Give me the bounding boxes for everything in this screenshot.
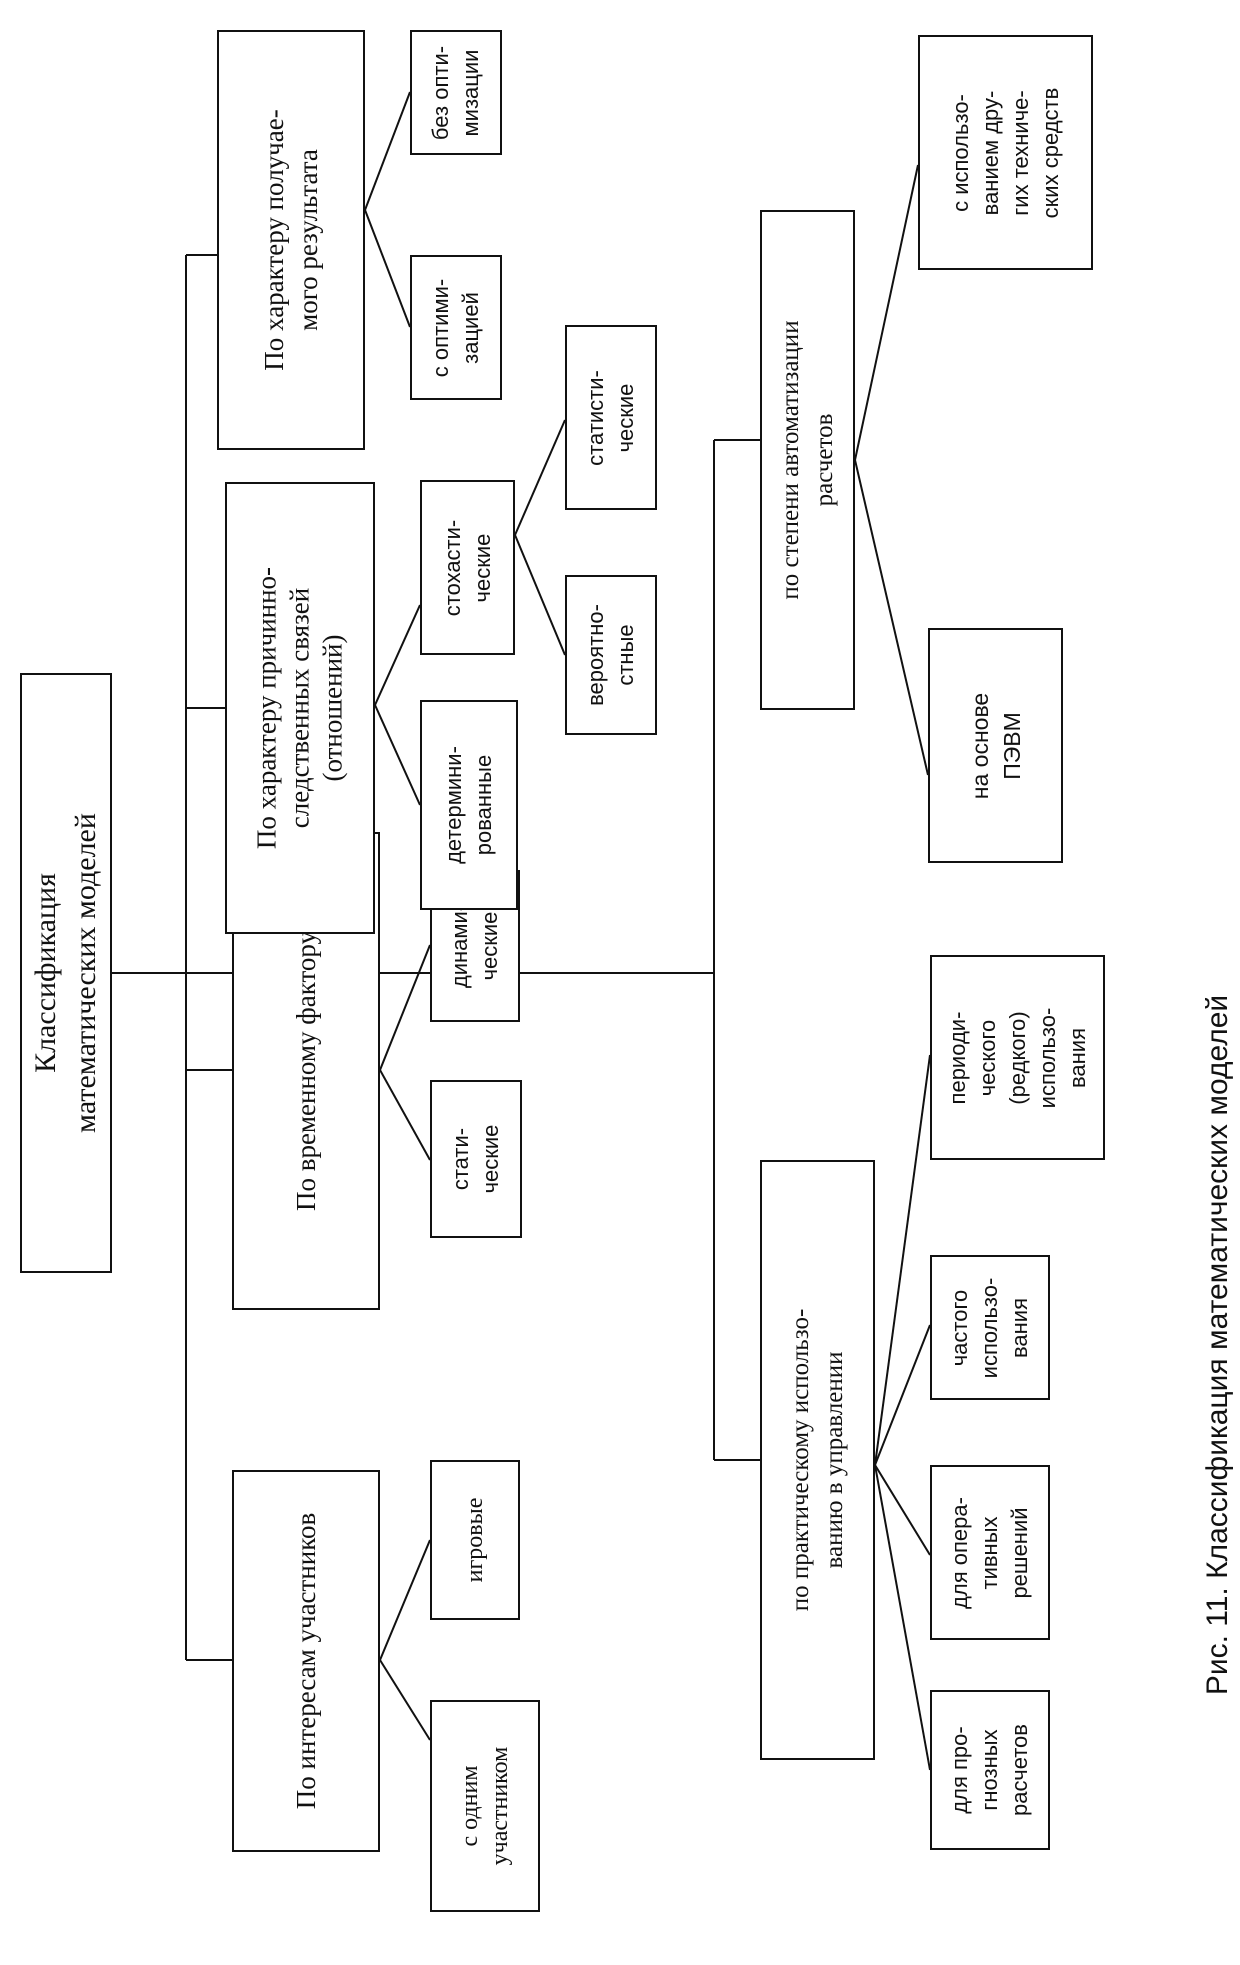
category-label: (отношений) <box>317 634 348 782</box>
leaf-label: ванием дру- <box>977 90 1003 215</box>
leaf-one-participant: с одним участником <box>430 1700 540 1912</box>
category-practical: по практическому использо- ванию в управ… <box>760 1160 875 1760</box>
leaf-label: рованные <box>471 754 496 856</box>
root-title: Классификация математических моделей <box>29 813 102 1133</box>
leaf-label: вания <box>1007 1297 1032 1358</box>
leaf-statistical: статисти- ческие <box>565 325 657 510</box>
leaf-label: игровые <box>462 1497 488 1583</box>
leaf-label: гнозных <box>977 1729 1002 1811</box>
leaf-label: использо- <box>977 1277 1002 1378</box>
leaf-label: ческие <box>469 533 495 602</box>
leaf-label: детермини- <box>441 746 466 864</box>
category-label: мого результата <box>293 149 323 331</box>
category-label: по степени автоматизации <box>776 320 804 600</box>
leaf-label: без опти- <box>428 45 453 140</box>
leaf-label: вания <box>1064 1027 1090 1088</box>
leaf-label: ПЭВМ <box>998 711 1025 780</box>
leaf-probabilistic: вероятно- стные <box>565 575 657 735</box>
category-label: По характеру причинно- <box>251 566 282 850</box>
leaf-label: периоди- <box>944 1011 970 1104</box>
leaf-game: игровые <box>430 1460 520 1620</box>
category-label: По характеру получае- <box>259 109 289 371</box>
figure-caption: Рис. 11. Классификация математических мо… <box>1201 994 1234 1696</box>
leaf-label: ческие <box>478 1124 503 1194</box>
leaf-label: вероятно- <box>583 604 608 706</box>
leaf-label: на основе <box>966 692 993 799</box>
leaf-static: стати- ческие <box>430 1080 522 1238</box>
leaf-operational: для опера- тивных решений <box>930 1465 1050 1640</box>
leaf-pc-based: на основе ПЭВМ <box>928 628 1063 863</box>
leaf-periodic: периоди- ческого (редкого) использо- ван… <box>930 955 1105 1160</box>
leaf-label: ческого <box>974 1019 1000 1096</box>
category-label: по практическому использо- <box>786 1308 814 1612</box>
leaf-label: тивных <box>977 1515 1002 1590</box>
category-participants: По интересам участников <box>232 1470 380 1852</box>
leaf-label: стохасти- <box>439 519 465 616</box>
leaf-stochastic: стохасти- ческие <box>420 480 515 655</box>
leaf-label: с использо- <box>947 93 973 212</box>
leaf-frequent: частого использо- вания <box>930 1255 1050 1400</box>
leaf-without-optimization: без опти- мизации <box>410 30 502 155</box>
category-automation: по степени автоматизации расчетов <box>760 210 855 710</box>
leaf-other-tech: с использо- ванием дру- гих техниче- ски… <box>918 35 1093 270</box>
leaf-forecast: для про- гнозных расчетов <box>930 1690 1050 1850</box>
leaf-label: ческие <box>477 911 502 981</box>
leaf-with-optimization: с оптими- зацией <box>410 255 502 400</box>
category-label: расчетов <box>810 413 838 507</box>
leaf-label: (редкого) <box>1004 1010 1030 1105</box>
leaf-label: для опера- <box>947 1496 972 1609</box>
leaf-label: гих техниче- <box>1007 89 1033 216</box>
leaf-label: стати- <box>448 1127 473 1191</box>
leaf-label: использо- <box>1034 1007 1060 1108</box>
category-label: ванию в управлении <box>820 1351 848 1569</box>
leaf-label: зацией <box>458 291 483 364</box>
leaf-label: ских средств <box>1037 87 1063 218</box>
leaf-label: ческие <box>613 383 638 452</box>
leaf-label: динами- <box>447 903 472 989</box>
leaf-label: статисти- <box>583 369 608 466</box>
category-result: По характеру получае- мого результата <box>217 30 365 450</box>
leaf-label: для про- <box>947 1726 972 1814</box>
root-box: Классификация математических моделей <box>20 673 112 1273</box>
leaf-label: мизации <box>458 49 483 136</box>
leaf-label: участником <box>487 1746 513 1866</box>
category-label: По временному фактору <box>291 930 321 1212</box>
leaf-deterministic: детермини- рованные <box>420 700 518 910</box>
category-causal: По характеру причинно- следственных связ… <box>225 482 375 934</box>
leaf-label: с оптими- <box>428 278 453 377</box>
leaf-label: стные <box>613 624 638 686</box>
leaf-label: частого <box>947 1289 972 1366</box>
category-label: следственных связей <box>284 587 315 829</box>
leaf-label: с одним <box>457 1765 483 1847</box>
leaf-label: решений <box>1007 1506 1032 1599</box>
category-label: По интересам участников <box>291 1512 321 1810</box>
leaf-label: расчетов <box>1007 1724 1032 1816</box>
